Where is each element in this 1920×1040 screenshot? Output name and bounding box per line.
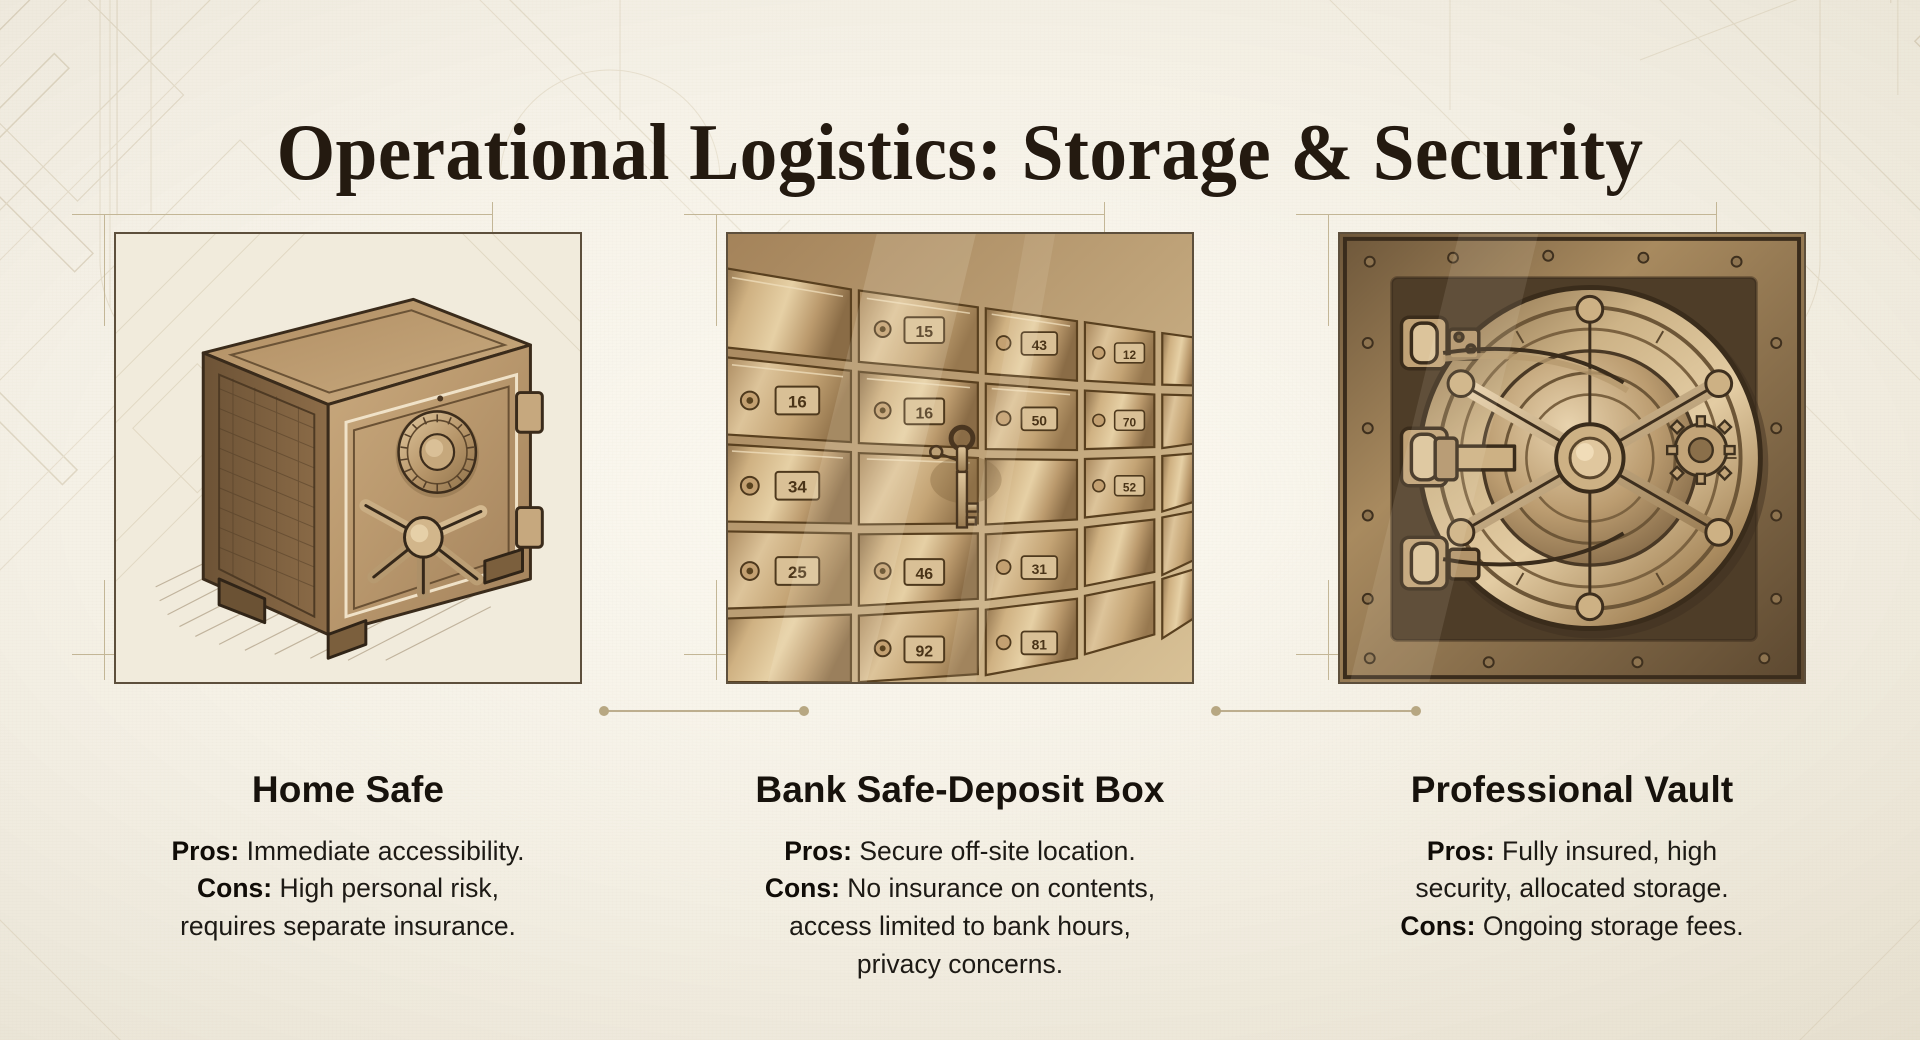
cons-label-1: Cons: [197, 873, 273, 904]
pros-text-3a: Fully insured, high [1502, 835, 1718, 866]
heading-professional-vault: Professional Vault [1410, 769, 1734, 810]
svg-text:16: 16 [915, 405, 933, 422]
cons-line-1a: Cons: High personal risk, [98, 870, 598, 908]
svg-text:34: 34 [788, 478, 807, 497]
svg-text:12: 12 [1123, 348, 1137, 362]
pros-line-1: Pros: Immediate accessibility. [98, 833, 598, 871]
connector-panel-2-to-3 [1211, 706, 1421, 716]
heading-home-safe: Home Safe [251, 769, 445, 810]
svg-text:52: 52 [1123, 481, 1137, 495]
svg-text:43: 43 [1032, 337, 1048, 353]
panel-home-safe [72, 202, 598, 772]
svg-text:50: 50 [1032, 412, 1048, 428]
pros-label-3: Pros: [1426, 835, 1495, 866]
pros-line-3a: Pros: Fully insured, high [1322, 833, 1822, 871]
cons-text-2a: No insurance on contents, [847, 873, 1156, 904]
cons-text-2c: privacy concerns. [856, 948, 1064, 979]
svg-text:15: 15 [915, 324, 933, 341]
caption-bank-safe-deposit-box: Bank Safe-Deposit Box Pros: Secure off-s… [680, 769, 1240, 984]
svg-text:70: 70 [1123, 415, 1137, 429]
pros-text-2: Secure off-site location. [859, 835, 1136, 866]
heading-bank-safe-deposit-box: Bank Safe-Deposit Box [755, 769, 1165, 810]
pros-text-1: Immediate accessibility. [246, 835, 525, 866]
home-safe-illustration [114, 232, 582, 684]
caption-home-safe: Home Safe Pros: Immediate accessibility.… [68, 769, 628, 946]
cons-line-3: Cons: Ongoing storage fees. [1322, 908, 1822, 946]
svg-text:92: 92 [915, 643, 933, 660]
panel-professional-vault [1296, 202, 1822, 772]
pros-label-2: Pros: [784, 835, 852, 866]
body-home-safe: Pros: Immediate accessibility. Cons: Hig… [98, 833, 598, 946]
captions-row: Home Safe Pros: Immediate accessibility.… [0, 769, 1920, 1040]
svg-text:25: 25 [788, 563, 807, 582]
svg-text:46: 46 [915, 566, 933, 583]
cons-text-1b: requires separate insurance. [180, 910, 516, 941]
cons-text-2b: access limited to bank hours, [789, 910, 1131, 941]
cons-text-3: Ongoing storage fees. [1482, 910, 1744, 941]
pros-label-1: Pros: [171, 835, 240, 866]
body-professional-vault: Pros: Fully insured, high security, allo… [1322, 833, 1822, 946]
safe-deposit-boxes-illustration: 16 34 25 [726, 232, 1194, 684]
cons-text-1a: High personal risk, [279, 873, 499, 904]
cons-line-2a: Cons: No insurance on contents, [710, 870, 1210, 908]
svg-text:31: 31 [1032, 561, 1048, 577]
panel-bank-safe-deposit-box: 16 34 25 [684, 202, 1210, 772]
connector-panel-1-to-2 [599, 706, 809, 716]
page-title: Operational Logistics: Storage & Securit… [276, 107, 1644, 198]
cons-label-2: Cons: [764, 873, 840, 904]
svg-text:81: 81 [1032, 636, 1048, 652]
cons-label-3: Cons: [1400, 910, 1476, 941]
body-bank-safe-deposit-box: Pros: Secure off-site location. Cons: No… [710, 833, 1210, 984]
illustration-panels: 16 34 25 [0, 202, 1920, 792]
vault-door-illustration [1338, 232, 1806, 684]
caption-professional-vault: Professional Vault Pros: Fully insured, … [1292, 769, 1852, 946]
pros-text-3b: security, allocated storage. [1415, 873, 1729, 904]
svg-text:16: 16 [788, 392, 807, 411]
pros-line-2: Pros: Secure off-site location. [710, 833, 1210, 871]
